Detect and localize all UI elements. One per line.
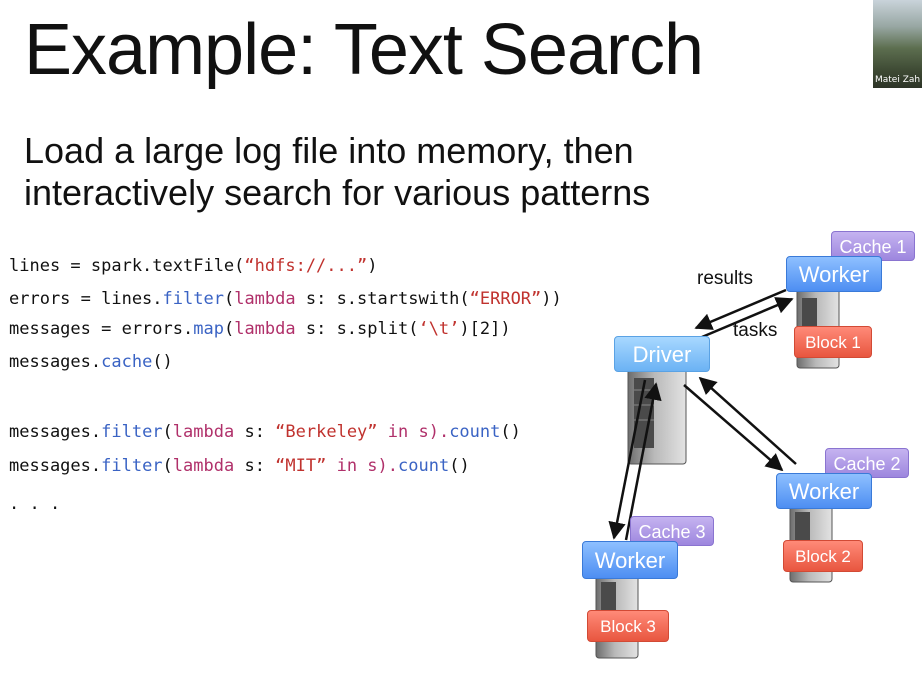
block-1-box: Block 1 <box>794 326 872 358</box>
block-3-box: Block 3 <box>587 610 669 642</box>
worker-3-box: Worker <box>582 541 678 579</box>
code-line-3: messages = errors.map(lambda s: s.split(… <box>9 319 511 339</box>
code-ellipsis: . . . <box>9 494 61 514</box>
subtitle-line-2: interactively search for various pattern… <box>24 172 651 213</box>
block-2-box: Block 2 <box>783 540 863 572</box>
code-line-2: errors = lines.filter(lambda s: s.starts… <box>9 289 562 309</box>
tasks-label: tasks <box>733 320 778 341</box>
driver-to-worker2-arrow <box>683 384 784 472</box>
slide-title: Example: Text Search <box>24 10 704 90</box>
tasks-arrow <box>701 297 794 339</box>
worker3-to-driver-arrow <box>624 382 662 541</box>
driver-to-worker3-arrow <box>608 379 647 540</box>
driver-box: Driver <box>614 336 710 372</box>
speaker-name-label: Matei Zah <box>875 75 921 85</box>
worker-2-box: Worker <box>776 473 872 509</box>
results-label: results <box>697 268 753 289</box>
results-arrow <box>694 288 787 330</box>
speaker-video-thumbnail: Matei Zah <box>873 0 922 88</box>
slide-subtitle: Load a large log file into memory, then … <box>24 130 724 214</box>
code-line-4: messages.cache() <box>9 352 173 372</box>
driver-server-icon <box>627 363 687 465</box>
code-line-1: lines = spark.textFile(“hdfs://...”) <box>9 256 378 276</box>
subtitle-line-1: Load a large log file into memory, then <box>24 130 634 171</box>
worker2-to-driver-arrow <box>698 376 797 465</box>
code-line-5: messages.filter(lambda s: “Berkeley” in … <box>9 422 521 442</box>
code-line-6: messages.filter(lambda s: “MIT” in s).co… <box>9 456 470 476</box>
worker-1-box: Worker <box>786 256 882 292</box>
